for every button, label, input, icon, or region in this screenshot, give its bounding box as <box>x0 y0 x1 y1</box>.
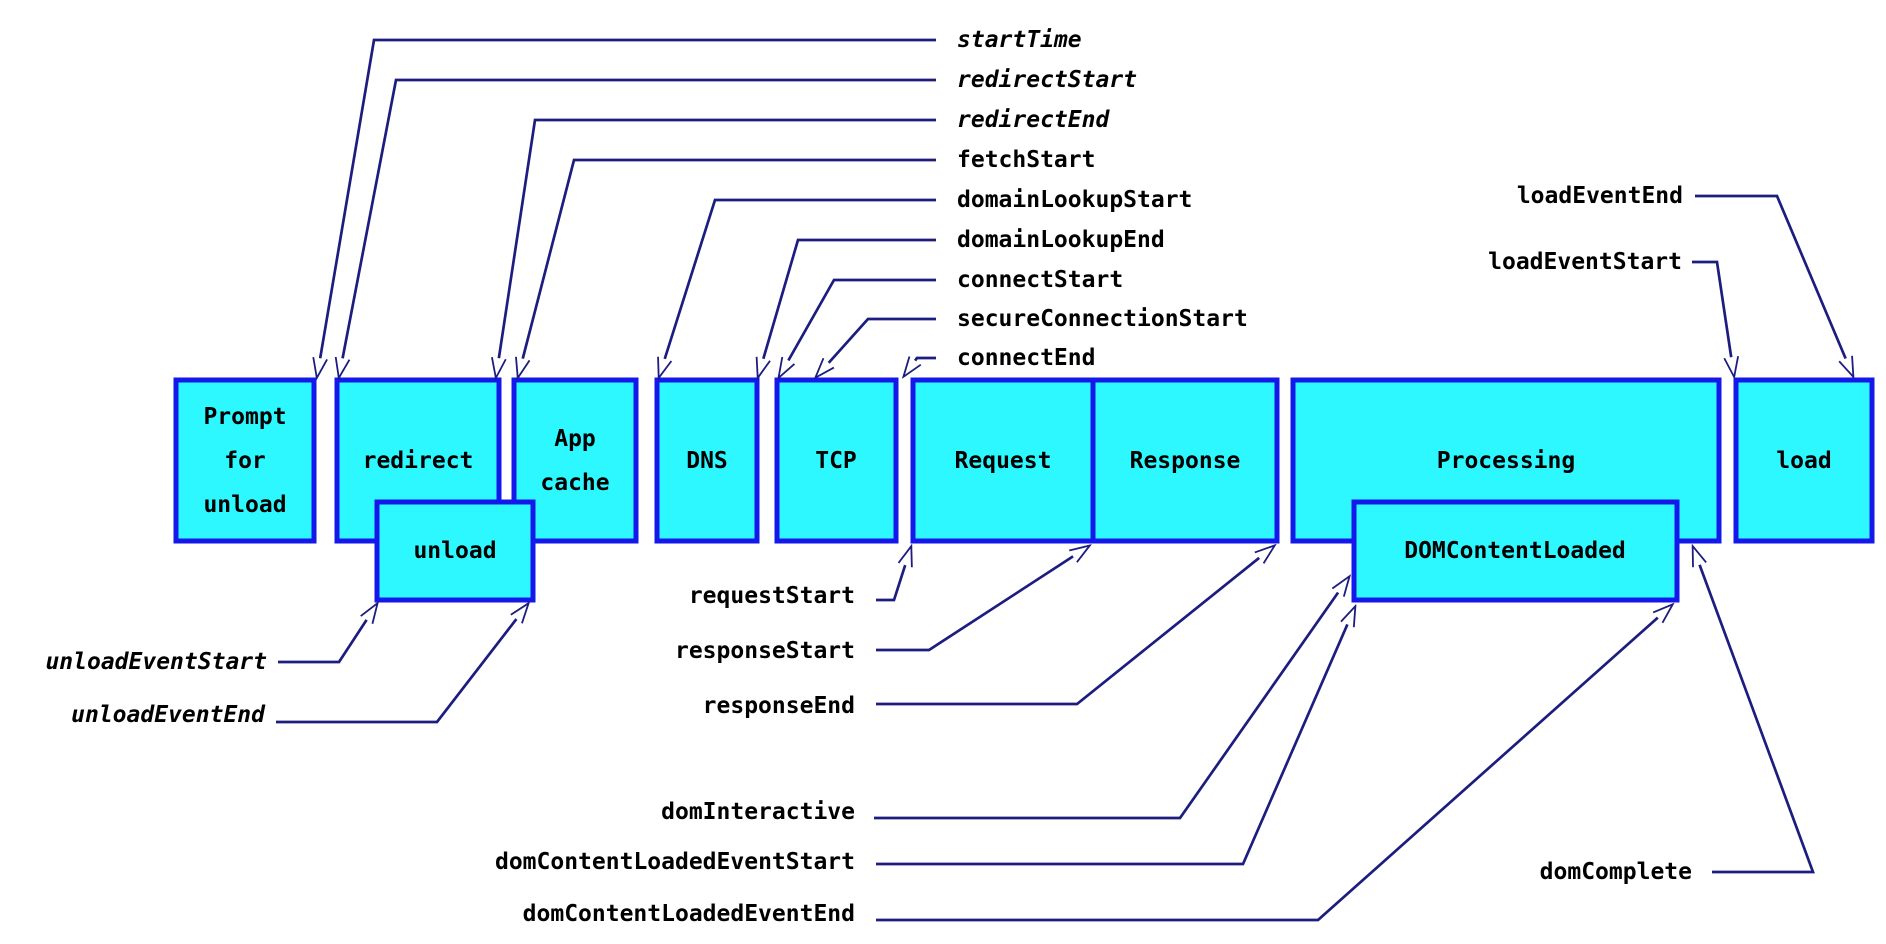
connector-starttime <box>317 38 936 377</box>
connector-responseend <box>876 546 1274 706</box>
box-unload <box>374 499 536 603</box>
box-label-tcp: TCP <box>815 448 857 474</box>
box-label-unload: unload <box>413 538 496 564</box>
connector-secureconnectionstart <box>816 317 936 377</box>
timing-label-unloadeventstart: unloadEventStart <box>45 649 267 675</box>
box-app-cache <box>511 377 639 544</box>
connector-domcomplete <box>1693 547 1815 874</box>
box-label-appcache-line1: App <box>554 426 596 452</box>
box-label-prompt-line3: unload <box>203 492 286 518</box>
timing-label-connectstart: connectStart <box>957 267 1123 293</box>
box-request <box>910 377 1096 544</box>
timing-label-domainlookupend: domainLookupEnd <box>957 227 1165 253</box>
connector-redirectstart <box>339 78 936 377</box>
connector-domainlookupend <box>758 238 936 377</box>
timing-label-responseend: responseEnd <box>703 693 855 719</box>
box-label-redirect: redirect <box>363 448 474 474</box>
timing-label-secureconnectionstart: secureConnectionStart <box>957 306 1248 332</box>
box-label-processing: Processing <box>1437 448 1575 474</box>
connector-loadeventstart <box>1692 260 1734 376</box>
timing-label-loadeventend: loadEventEnd <box>1517 183 1683 209</box>
timing-label-domcontentloadedeventend: domContentLoadedEventEnd <box>523 901 855 927</box>
timing-labels: startTime redirectStart redirectEnd fetc… <box>45 27 1692 927</box>
connector-domainlookupstart <box>659 198 936 377</box>
connector-domcontentloadedeventstart <box>876 607 1355 866</box>
timing-label-starttime: startTime <box>957 27 1082 53</box>
timing-label-unloadeventend: unloadEventEnd <box>71 702 266 728</box>
phase-boxes <box>173 377 1875 544</box>
connector-connectend <box>904 358 936 376</box>
box-label-prompt-line1: Prompt <box>203 404 286 430</box>
timing-label-responsestart: responseStart <box>675 638 855 664</box>
box-label-appcache-line2: cache <box>540 470 609 496</box>
connector-unloadeventend <box>276 604 528 724</box>
timing-label-loadeventstart: loadEventStart <box>1488 249 1682 275</box>
box-label-request: Request <box>955 448 1052 474</box>
timing-label-dominteractive: domInteractive <box>661 799 855 825</box>
timing-label-redirectend: redirectEnd <box>957 107 1110 133</box>
connector-connectstart <box>779 278 936 377</box>
box-domcontentloaded <box>1351 499 1680 603</box>
connector-unloadeventstart <box>278 604 377 664</box>
box-response <box>1090 377 1280 544</box>
box-label-load: load <box>1776 448 1831 474</box>
box-label-domcontentloaded: DOMContentLoaded <box>1404 538 1626 564</box>
sub-boxes <box>374 499 1680 603</box>
connector-redirectend <box>496 118 936 377</box>
timing-label-domainlookupstart: domainLookupStart <box>957 187 1192 213</box>
connector-responsestart <box>876 546 1089 652</box>
connector-fetchstart <box>518 158 936 377</box>
timing-label-fetchstart: fetchStart <box>957 147 1095 173</box>
timing-label-connectend: connectEnd <box>957 345 1095 371</box>
timing-label-redirectstart: redirectStart <box>957 67 1137 93</box>
connector-dominteractive <box>874 577 1349 820</box>
connectors <box>276 38 1853 922</box>
box-dns <box>654 377 760 544</box>
connector-loadeventend <box>1695 194 1853 376</box>
timing-label-domcomplete: domComplete <box>1540 859 1692 885</box>
box-tcp <box>774 377 899 544</box>
connector-requeststart <box>876 547 911 602</box>
connector-domcontentloadedeventend <box>876 605 1672 922</box>
timing-label-domcontentloadedeventstart: domContentLoadedEventStart <box>495 849 855 875</box>
box-label-response: Response <box>1130 448 1241 474</box>
box-label-prompt-line2: for <box>224 448 266 474</box>
box-prompt-for-unload <box>173 377 317 544</box>
box-load <box>1733 377 1875 544</box>
box-label-dns: DNS <box>686 448 728 474</box>
timing-label-requeststart: requestStart <box>689 583 855 609</box>
box-captions: Prompt for unload redirect App cache DNS… <box>203 404 1831 564</box>
